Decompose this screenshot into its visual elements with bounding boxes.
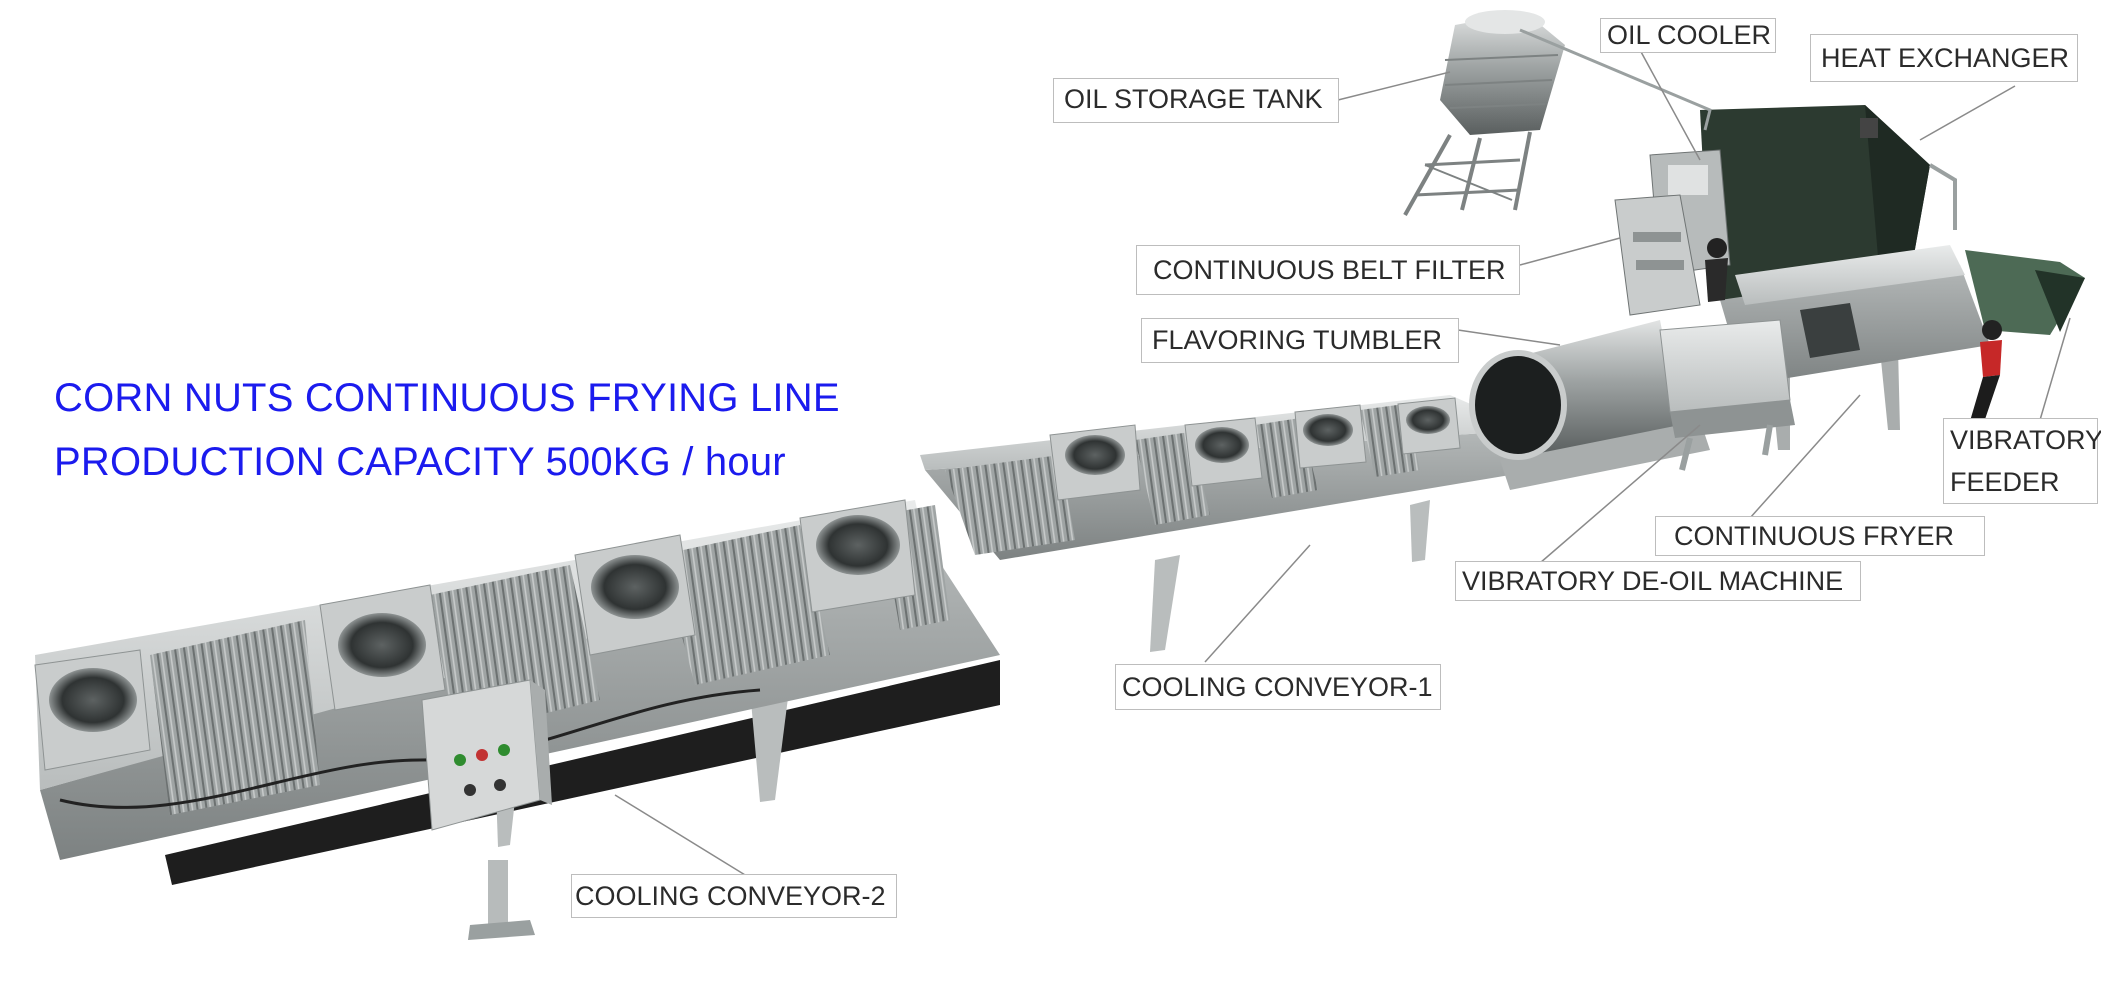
- belt-filter-body: [1614, 194, 1701, 316]
- leader-cooling-conveyor-1: [1204, 544, 1311, 663]
- fan-icon: [799, 499, 916, 613]
- label-vibratory-feeder-line-1: VIBRATORY: [1950, 425, 2101, 455]
- label-flavoring-tumbler: FLAVORING TUMBLER: [1141, 318, 1459, 363]
- conveyor-1-leg: [1150, 555, 1180, 652]
- tumbler-frame: [1500, 420, 1710, 490]
- leader-vibratory-de-oil-machine: [1539, 424, 1701, 564]
- fan-icon: [1294, 404, 1367, 469]
- label-continuous-fryer: CONTINUOUS FRYER: [1655, 516, 1985, 556]
- label-continuous-belt-filter: CONTINUOUS BELT FILTER: [1136, 245, 1520, 295]
- flavoring-tumbler: [1469, 320, 1710, 490]
- oil-storage-tank: [1403, 10, 1565, 216]
- label-oil-cooler: OIL COOLER: [1600, 18, 1776, 53]
- leader-heat-exchanger: [1919, 85, 2016, 141]
- vibratory-feeder: [1965, 250, 2085, 335]
- leader-oil-cooler: [1639, 49, 1701, 161]
- line-title: CORN NUTS CONTINUOUS FRYING LINE: [54, 376, 840, 420]
- fryer-legs: [1880, 348, 1900, 430]
- vibratory-de-oil-machine: [1659, 319, 1795, 471]
- fan-icon: [1397, 397, 1461, 455]
- conveyor-2-mesh: [150, 620, 320, 815]
- conveyor-2-belt: [165, 660, 1000, 885]
- leader-cooling-conveyor-2: [614, 794, 751, 879]
- label-oil-storage-tank: OIL STORAGE TANK: [1053, 78, 1339, 123]
- conveyor-2-leg: [750, 682, 790, 802]
- operator-figure: [1705, 238, 1728, 302]
- fryer-hood: [1735, 245, 1965, 305]
- fan-icon: [1184, 417, 1263, 487]
- leader-continuous-belt-filter: [1519, 237, 1621, 266]
- fan-icon: [319, 584, 446, 711]
- leader-continuous-fryer: [1749, 394, 1861, 519]
- control-panel-icon: [421, 679, 552, 940]
- cooling-conveyor-1: [920, 395, 1540, 652]
- de-oil-body: [1659, 319, 1791, 413]
- label-vibratory-feeder: VIBRATORY FEEDER: [1943, 418, 2101, 504]
- label-vibratory-de-oil-machine: VIBRATORY DE-OIL MACHINE: [1455, 561, 1861, 601]
- leader-vibratory-feeder: [2039, 317, 2071, 421]
- label-heat-exchanger: HEAT EXCHANGER: [1810, 34, 2078, 82]
- fan-icon: [1049, 424, 1141, 501]
- fan-icon: [574, 534, 696, 656]
- fan-icon: [34, 649, 151, 771]
- conveyor-2-mesh: [660, 525, 830, 685]
- conveyor-1-leg: [1410, 500, 1430, 562]
- tumbler-opening: [1469, 350, 1567, 460]
- leader-lines: [614, 49, 2071, 879]
- power-cable: [59, 688, 761, 809]
- capacity-subtitle: PRODUCTION CAPACITY 500KG / hour: [54, 440, 786, 484]
- leader-oil-storage-tank: [1337, 71, 1451, 101]
- leader-flavoring-tumbler: [1457, 329, 1561, 346]
- label-cooling-conveyor-1: COOLING CONVEYOR-1: [1115, 664, 1441, 710]
- cooling-conveyor-2: [34, 499, 1000, 940]
- label-cooling-conveyor-2: COOLING CONVEYOR-2: [571, 874, 897, 918]
- conveyor-1-mesh: [945, 455, 1075, 555]
- label-vibratory-feeder-line-2: FEEDER: [1950, 467, 2060, 497]
- continuous-belt-filter: [1614, 194, 1701, 316]
